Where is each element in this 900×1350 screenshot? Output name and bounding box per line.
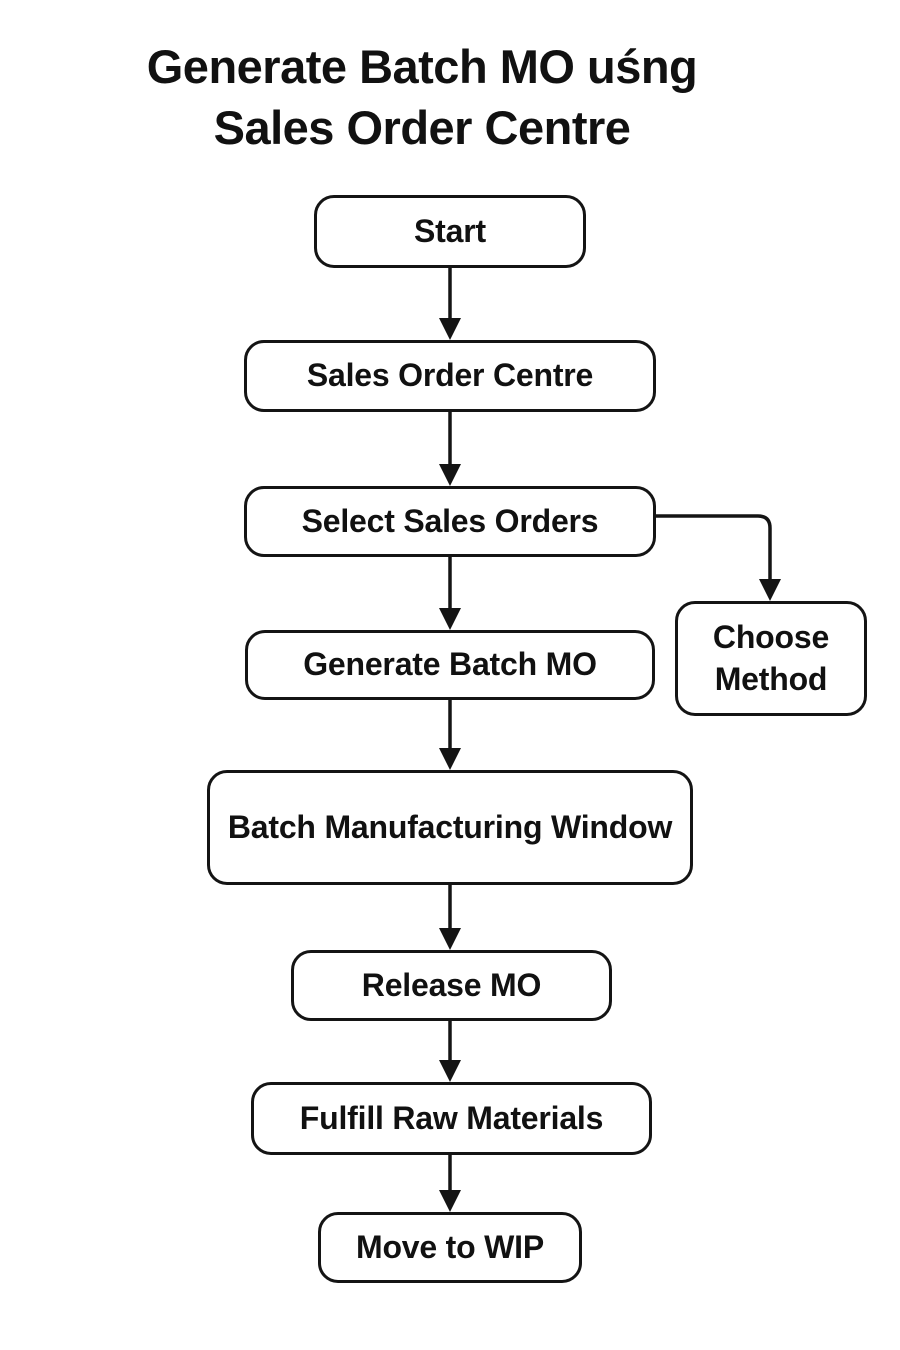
node-generate-batch-mo-label: Generate Batch MO bbox=[303, 646, 597, 683]
node-generate-batch-mo: Generate Batch MO bbox=[245, 630, 655, 700]
node-move-to-wip-label: Move to WIP bbox=[355, 1228, 545, 1265]
diagram-title-line1: Generate Batch MO uśng bbox=[146, 40, 698, 93]
node-move-to-wip: Move to WIP bbox=[318, 1212, 582, 1283]
arrow-fulfill-raw-materials-to-move-to-wip bbox=[439, 1155, 461, 1212]
node-batch-manufacturing-window-label: Batch Manufacturing Window bbox=[227, 808, 673, 845]
diagram-title: Generate Batch MO uśng Sales Order Centr… bbox=[0, 36, 844, 158]
arrow-generate-batch-mo-to-batch-manufacturing-window bbox=[439, 700, 461, 770]
arrow-select-sales-orders-to-generate-batch-mo bbox=[439, 557, 461, 630]
arrow-release-mo-to-fulfill-raw-materials bbox=[439, 1021, 461, 1082]
arrow-sales-order-centre-to-select-sales-orders bbox=[439, 412, 461, 486]
node-release-mo: Release MO bbox=[291, 950, 612, 1021]
diagram-title-line2: Sales Order Centre bbox=[213, 101, 631, 154]
node-sales-order-centre: Sales Order Centre bbox=[244, 340, 656, 412]
node-sales-order-centre-label: Sales Order Centre bbox=[306, 357, 594, 394]
node-choose-method: Choose Method bbox=[675, 601, 867, 716]
node-select-sales-orders-label: Select Sales Orders bbox=[301, 502, 599, 539]
arrow-start-to-sales-order-centre bbox=[439, 268, 461, 340]
node-start-label: Start bbox=[414, 212, 486, 249]
node-release-mo-label: Release MO bbox=[361, 966, 542, 1003]
node-select-sales-orders: Select Sales Orders bbox=[244, 486, 656, 557]
node-start: Start bbox=[314, 195, 586, 268]
node-batch-manufacturing-window: Batch Manufacturing Window bbox=[207, 770, 693, 885]
node-fulfill-raw-materials: Fulfill Raw Materials bbox=[251, 1082, 652, 1155]
arrow-select-sales-orders-to-choose-method bbox=[656, 514, 781, 601]
arrow-batch-manufacturing-window-to-release-mo bbox=[439, 885, 461, 950]
node-fulfill-raw-materials-label: Fulfill Raw Materials bbox=[299, 1099, 604, 1136]
node-choose-method-label: Choose Method bbox=[712, 618, 830, 697]
